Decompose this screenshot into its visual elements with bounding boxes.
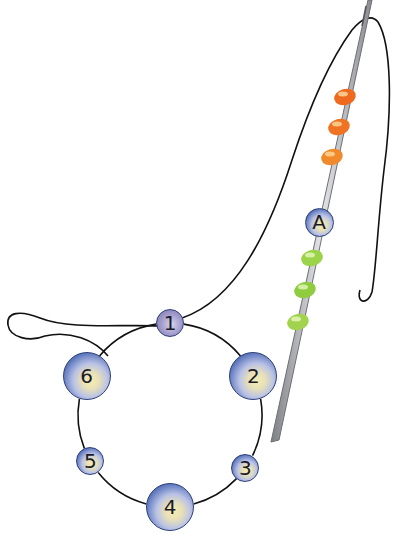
bead: 2: [229, 352, 277, 400]
thread-segment: [184, 324, 241, 356]
bead: 5: [76, 447, 104, 475]
bead-number: 5: [84, 451, 97, 471]
thread-segment: [78, 399, 84, 449]
bead-number: 3: [239, 458, 252, 478]
bead-number: A: [312, 212, 326, 232]
bead: 3: [231, 454, 259, 482]
bead-number: 1: [164, 313, 177, 333]
thread-segment: [100, 324, 157, 356]
thread-tail: [8, 313, 158, 356]
bead: A: [305, 208, 334, 237]
thread-segment: [253, 399, 263, 456]
bead-number: 6: [80, 366, 93, 386]
thread-segment: [98, 473, 146, 504]
bead: 1: [156, 309, 184, 337]
needle-eye: [362, 6, 366, 26]
needle: [271, 0, 372, 442]
bead: 6: [63, 352, 111, 400]
bead-number: 4: [164, 497, 177, 517]
thread-segment: [194, 479, 237, 504]
bead: 4: [146, 483, 194, 531]
bead-number: 2: [247, 366, 260, 386]
seed-beads: [285, 86, 357, 332]
